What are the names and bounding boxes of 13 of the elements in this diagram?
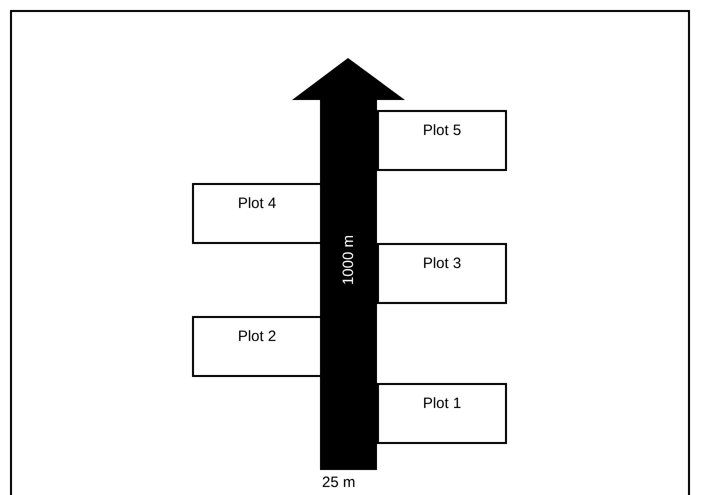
- plot-box: [192, 316, 322, 377]
- plot-box: [192, 183, 322, 244]
- transect-arrow: [292, 58, 405, 470]
- plot-label: Plot 3: [422, 255, 462, 273]
- length-label: 1000 m: [340, 234, 356, 286]
- plot-label: Plot 2: [238, 328, 276, 346]
- plot-box: [377, 243, 507, 304]
- plot-box: [377, 383, 507, 444]
- plot-box: [377, 110, 507, 171]
- plot-label: Plot 4: [238, 195, 276, 213]
- plot-label: Plot 1: [422, 395, 462, 413]
- width-label: 25 m: [322, 474, 356, 491]
- plot-label: Plot 5: [422, 122, 462, 140]
